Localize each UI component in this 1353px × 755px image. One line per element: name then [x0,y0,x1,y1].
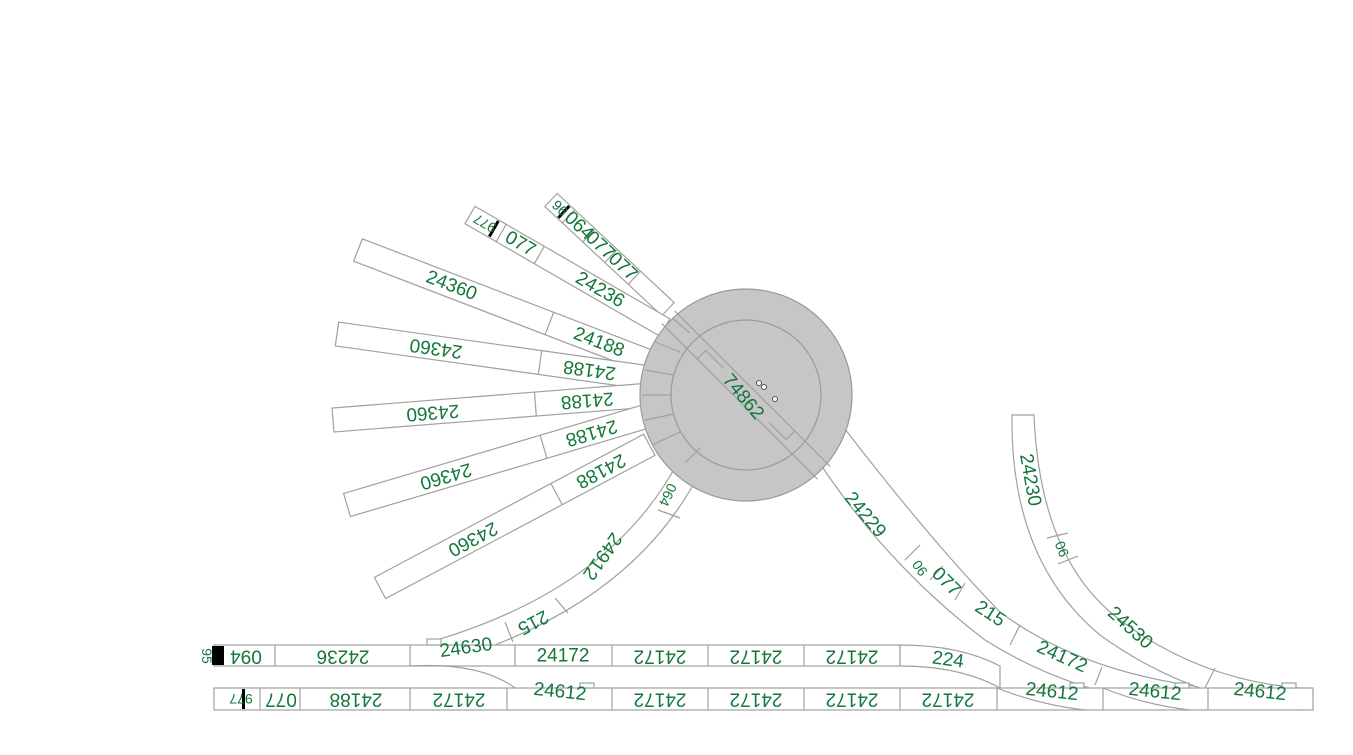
radial-track-5[interactable]: 24360 24188 [331,382,646,433]
track-label: 24172 [634,689,687,710]
buffer-stop-icon [488,220,500,238]
buffer-stop-icon [242,689,245,709]
track-row-lower[interactable]: 977 077 24188 24172 24612 24172 24172 24… [213,679,1314,711]
track-label: 24172 [922,689,975,710]
diagonal-track-right[interactable]: 24229 06 077 215 24172 [807,419,1209,711]
track-label: 077 [265,689,297,710]
track-label: 24172 [826,646,879,667]
track-label: 977 [229,691,253,707]
track-label: 24172 [730,646,783,667]
track-label: 24188 [572,449,629,492]
track-label: 224 [931,647,966,672]
buffer-stop-icon [212,646,224,665]
track-label: 24172 [634,646,687,667]
turntable-bridge [661,310,831,480]
track-label: 24172 [826,689,879,710]
track-label: 95 [199,648,215,664]
track-label: 24360 [444,517,501,560]
radial-track-4[interactable]: 24360 24188 [334,321,647,390]
track-label: 24188 [330,689,383,710]
track-label: 24360 [406,400,460,425]
track-label: 24236 [317,646,370,667]
turntable-spokes [642,317,701,464]
track-label: 094 [230,646,262,667]
track-label: 24172 [537,646,590,667]
turntable[interactable]: 74862 [639,288,853,502]
turntable-handle-icon[interactable] [756,380,778,402]
track-label: 06 [1052,539,1073,560]
track-label: 24172 [730,689,783,710]
buffer-stop-icon [557,205,571,219]
track-label: 24172 [433,689,486,710]
track-label: 24188 [560,387,614,412]
